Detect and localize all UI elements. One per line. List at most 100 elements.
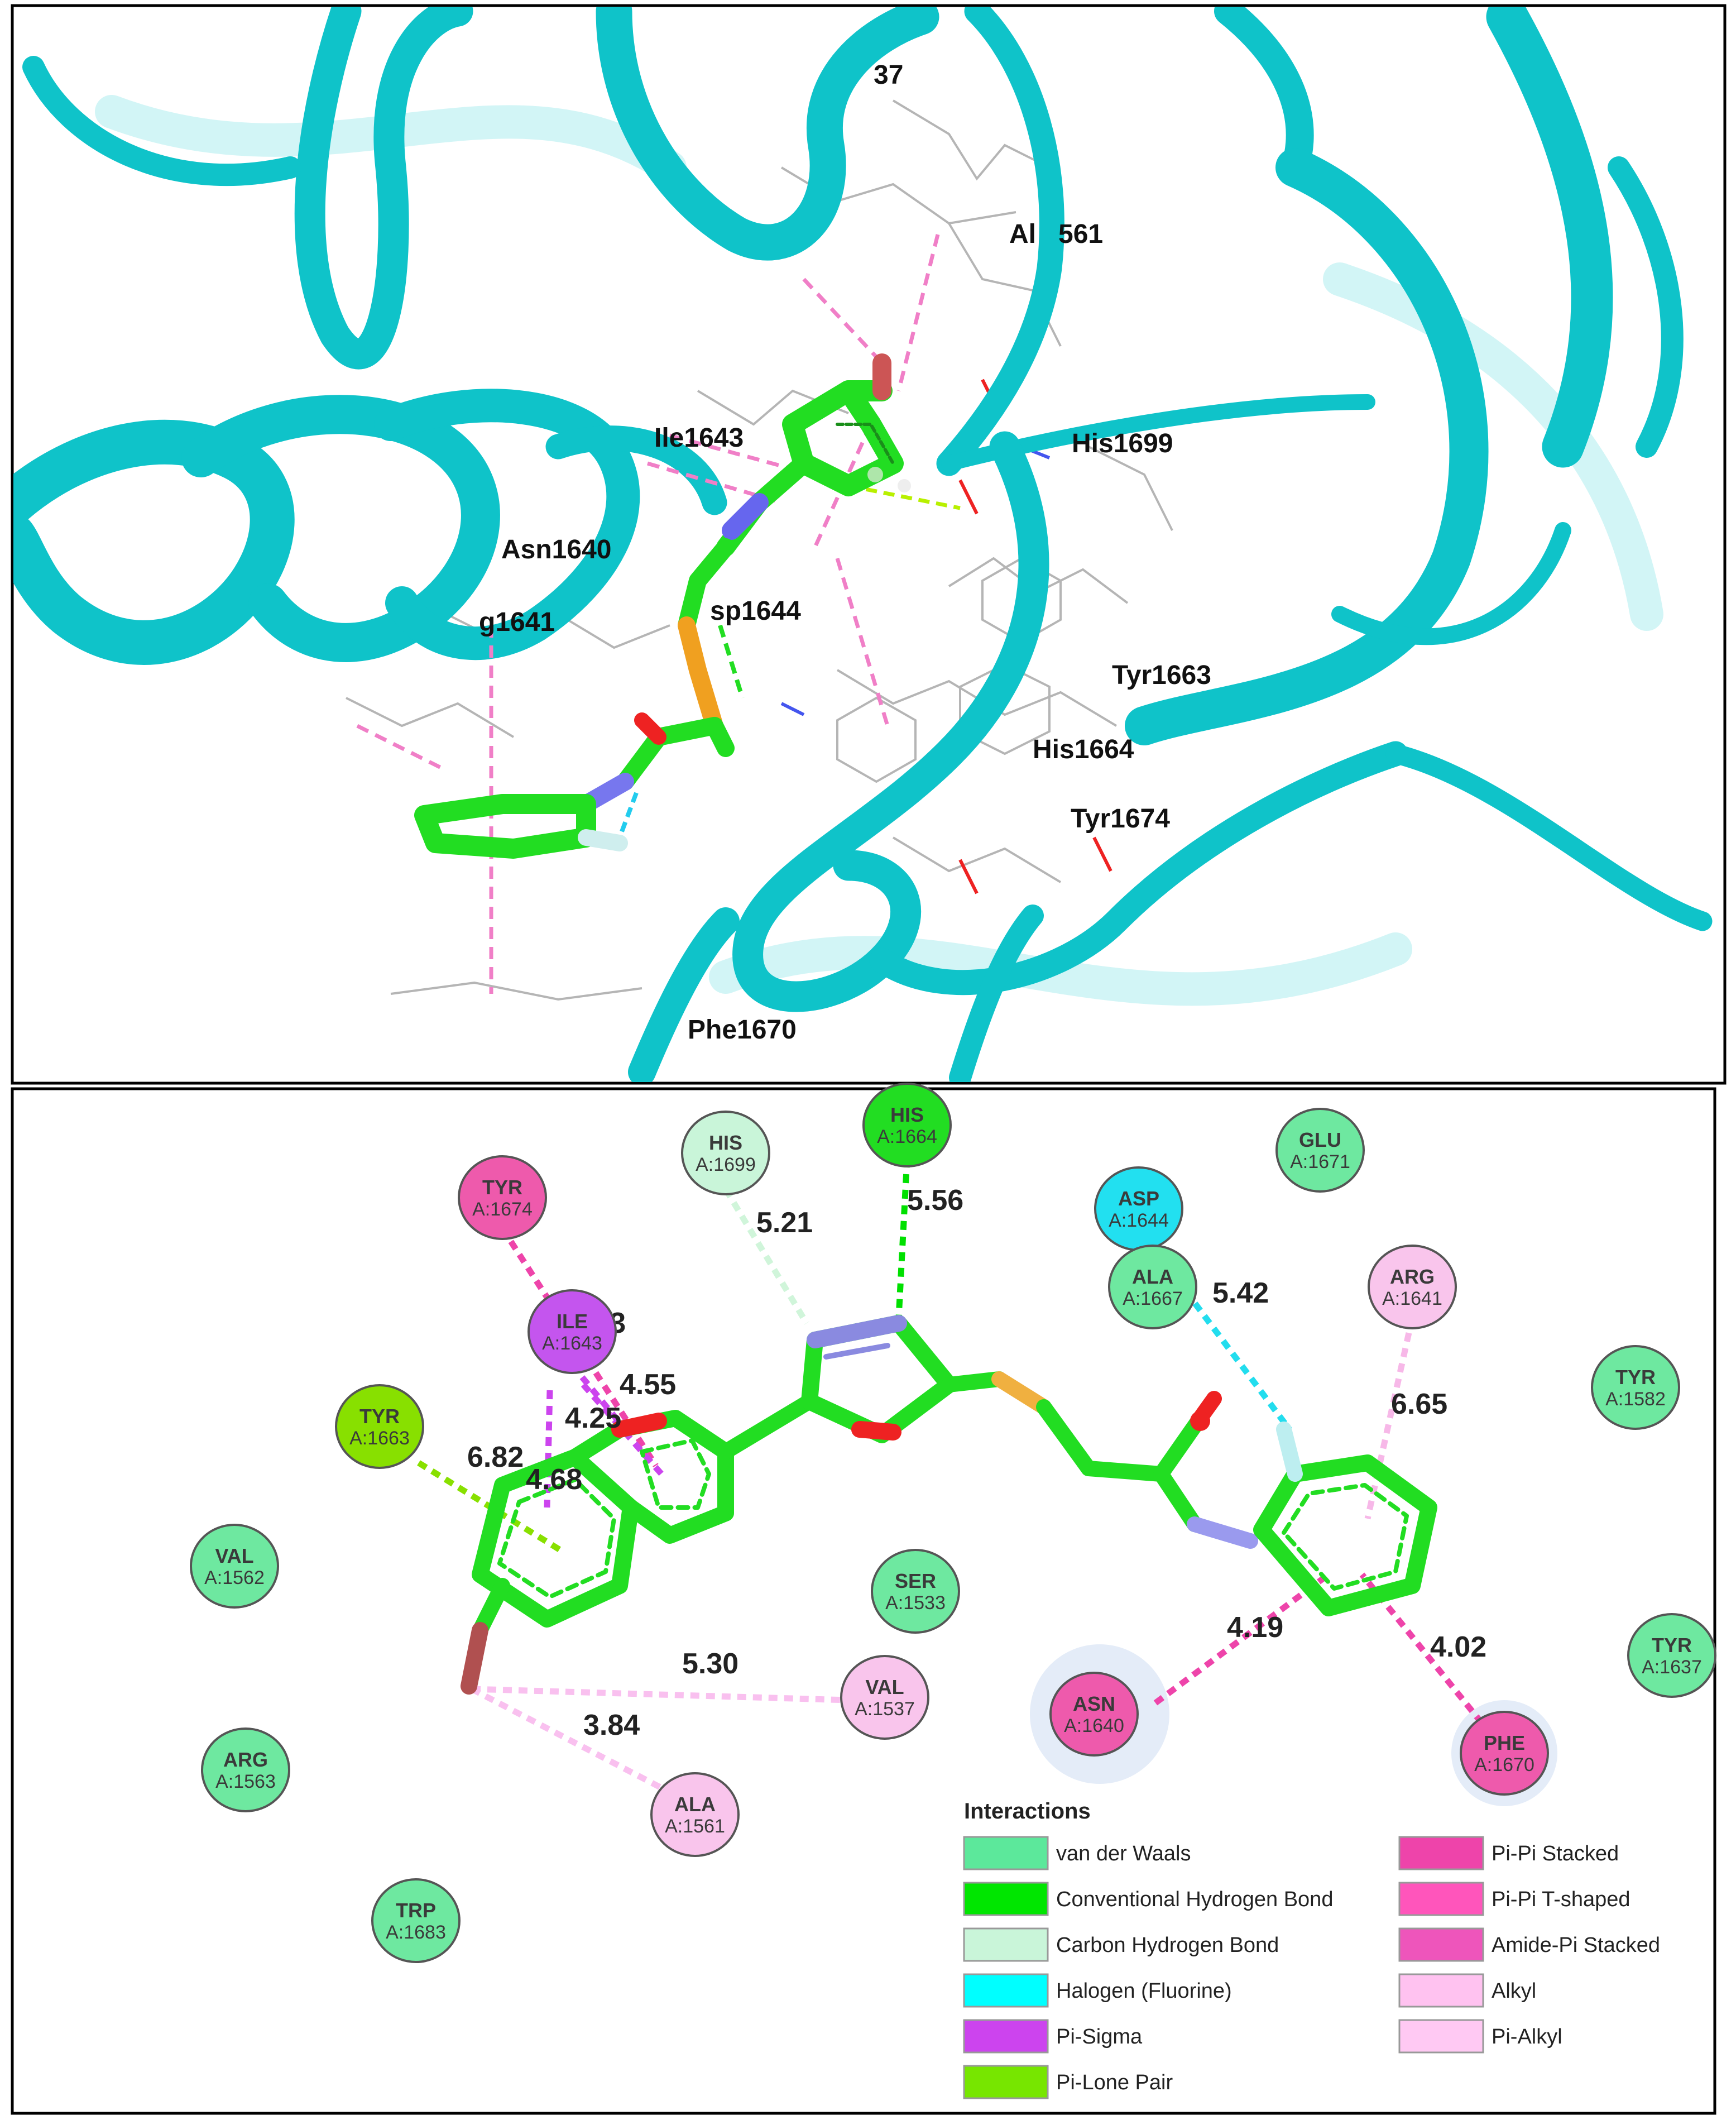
residue-name: TYR bbox=[1615, 1366, 1656, 1389]
distance-label: 4.68 bbox=[526, 1463, 582, 1496]
top-panel-3d-view: 37 Al 561 Ile1643 His1699 Asn1640 g1641 … bbox=[11, 4, 1727, 1085]
residue-disc-circle bbox=[335, 1384, 424, 1469]
residue-disc-circle bbox=[1275, 1108, 1365, 1193]
legend-swatch bbox=[1398, 1836, 1484, 1870]
residue-disc-circle bbox=[862, 1083, 952, 1167]
legend-label: Pi-Pi Stacked bbox=[1492, 1842, 1619, 1865]
residue-id: A:1561 bbox=[665, 1816, 725, 1837]
residue-id: A:1537 bbox=[855, 1698, 915, 1720]
residue-name: ASN bbox=[1073, 1692, 1115, 1715]
residue-id: A:1670 bbox=[1474, 1754, 1534, 1776]
legend-label: Pi-Lone Pair bbox=[1056, 2071, 1173, 2094]
residue-id: A:1671 bbox=[1290, 1151, 1350, 1173]
residue-label: His1699 bbox=[1072, 429, 1173, 458]
distance-label: 5.56 bbox=[907, 1184, 963, 1217]
interaction-lines-2d bbox=[417, 1158, 1504, 1795]
residue-id: A:1640 bbox=[1064, 1715, 1124, 1736]
legend-swatch bbox=[1398, 1973, 1484, 2008]
legend-label: Conventional Hydrogen Bond bbox=[1056, 1888, 1333, 1911]
legend-swatch bbox=[1398, 1927, 1484, 1962]
legend-swatch bbox=[963, 2019, 1049, 2054]
residue-disc-circle bbox=[201, 1727, 290, 1812]
residue-label: His1664 bbox=[1033, 735, 1134, 764]
residue-disc-circle bbox=[1460, 1711, 1549, 1796]
legend-label: Amide-Pi Stacked bbox=[1492, 1934, 1660, 1957]
pipi-line bbox=[1153, 1572, 1331, 1706]
distance-labels: 5.21 5.56 5.42 2.73 4.55 4.25 6.82 4.68 … bbox=[467, 1184, 1486, 1741]
residue-id: A:1643 bbox=[542, 1333, 602, 1354]
legend-swatch bbox=[963, 1973, 1049, 2008]
legend-swatch bbox=[1398, 1882, 1484, 1916]
residue-id: A:1637 bbox=[1642, 1657, 1702, 1678]
residue-label: Phe1670 bbox=[688, 1015, 797, 1045]
residue-disc-circle bbox=[371, 1878, 461, 1963]
residue-name: ARG bbox=[223, 1748, 268, 1771]
residue-disc-circle bbox=[190, 1524, 279, 1609]
residue-label: g1641 bbox=[479, 607, 555, 637]
residue-id: A:1563 bbox=[215, 1771, 276, 1792]
residue-name: SER bbox=[895, 1569, 936, 1592]
residue-name: TYR bbox=[482, 1176, 522, 1199]
residue-labels-3d: 37 Al 561 Ile1643 His1699 Asn1640 g1641 … bbox=[479, 60, 1211, 1045]
residue-name: HIS bbox=[890, 1103, 924, 1126]
residue-label: Ile1643 bbox=[654, 423, 744, 453]
legend-swatch bbox=[963, 1836, 1049, 1870]
legend-label: van der Waals bbox=[1056, 1842, 1191, 1865]
distance-label: 4.02 bbox=[1430, 1631, 1486, 1663]
residue-name: GLU bbox=[1299, 1128, 1341, 1151]
alkyl-line bbox=[470, 1686, 672, 1795]
residue-label: Asn1640 bbox=[501, 535, 611, 564]
residue-disc-circle bbox=[1368, 1245, 1457, 1329]
halogen-dash-3d bbox=[617, 792, 639, 839]
hbond-dash-3d bbox=[718, 624, 745, 699]
legend-label: Carbon Hydrogen Bond bbox=[1056, 1934, 1279, 1957]
residue-name: VAL bbox=[865, 1676, 904, 1698]
legend-swatch bbox=[963, 2065, 1049, 2099]
legend-swatch bbox=[963, 1882, 1049, 1916]
residue-id: A:1663 bbox=[349, 1428, 410, 1449]
residue-name: VAL bbox=[215, 1544, 253, 1567]
residue-disc-circle bbox=[527, 1289, 617, 1374]
residue-name: ASP bbox=[1118, 1187, 1159, 1210]
residue-id: A:1664 bbox=[877, 1126, 937, 1147]
protein-ribbons bbox=[13, 7, 1713, 1082]
residue-disc-circle bbox=[1591, 1345, 1680, 1430]
distance-label: 5.21 bbox=[756, 1207, 813, 1239]
pi-lonepair-dash-3d bbox=[848, 484, 961, 510]
legend-label: Alkyl bbox=[1492, 1979, 1536, 2003]
residue-name: HIS bbox=[709, 1131, 742, 1154]
distance-label: 5.42 bbox=[1212, 1277, 1269, 1309]
residue-disc-circle bbox=[871, 1549, 960, 1634]
ligand-2d bbox=[461, 1315, 1437, 1695]
residue-name: ALA bbox=[1132, 1265, 1173, 1288]
legend-label: Pi-Pi T-shaped bbox=[1492, 1888, 1631, 1911]
residue-id: A:1562 bbox=[204, 1567, 265, 1588]
legend-swatch bbox=[963, 1927, 1049, 1962]
residue-id: A:1667 bbox=[1123, 1288, 1183, 1309]
bottom-panel-2d-diagram: 5.21 5.56 5.42 2.73 4.55 4.25 6.82 4.68 … bbox=[11, 1083, 1716, 2115]
legend-label: Pi-Alkyl bbox=[1492, 2025, 1562, 2049]
residue-label: Al 561 bbox=[1009, 219, 1103, 249]
residue-name: ILE bbox=[557, 1310, 588, 1333]
distance-label: 4.19 bbox=[1227, 1611, 1283, 1644]
residue-id: A:1641 bbox=[1382, 1288, 1442, 1309]
carbon-h-bond-line bbox=[723, 1188, 809, 1325]
residue-name: ALA bbox=[674, 1793, 716, 1816]
residue-disc-circle bbox=[650, 1772, 740, 1857]
distance-label: 4.25 bbox=[565, 1402, 621, 1434]
pisigma-line bbox=[581, 1382, 664, 1476]
